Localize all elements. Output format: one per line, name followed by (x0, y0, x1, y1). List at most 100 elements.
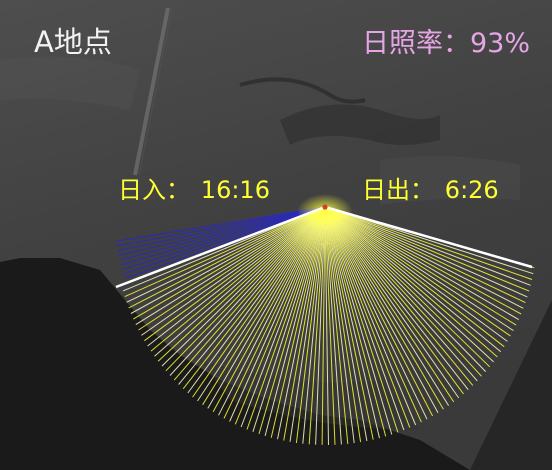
sun-ray (295, 206, 326, 443)
sun-ray (130, 206, 326, 314)
sun-ray (324, 206, 498, 358)
sun-ray (324, 206, 522, 315)
sunshine-rate-caption: 日照率： (361, 28, 470, 59)
sunset-time-label: 日入： 16:16 (118, 178, 270, 202)
blocked-ray (117, 206, 326, 252)
blocked-ray (118, 206, 326, 256)
sun-ray (324, 206, 464, 395)
sunset-direction-line (115, 205, 326, 289)
sun-ray (324, 206, 524, 309)
sun-ray (315, 206, 326, 445)
sun-ray (324, 206, 329, 446)
sun-ray (324, 206, 393, 435)
blocked-rays (115, 206, 326, 284)
point-name-label: A地点 (34, 25, 112, 59)
sunrise-time-label: 日出： 6:26 (362, 178, 499, 202)
observer-point (322, 204, 328, 210)
sunrise-caption: 日出： (362, 176, 434, 204)
sunset-time-value: 16:16 (200, 176, 270, 204)
sun-ray (324, 206, 460, 399)
sun-ray (289, 206, 326, 442)
sun-ray (324, 206, 368, 442)
sun-ray (234, 206, 326, 425)
sunshine-rate-value: 93% (469, 28, 530, 59)
sunlit-rays (121, 206, 535, 446)
sun-ray (324, 206, 526, 304)
sun-ray (144, 206, 326, 342)
sun-ray (147, 206, 326, 347)
sun-ray (126, 206, 326, 303)
sun-ray (178, 206, 326, 385)
sun-ray (324, 206, 411, 428)
sunset-caption: 日入： (118, 176, 190, 204)
sun-ray (324, 206, 405, 431)
sun-ray (135, 206, 326, 326)
blocked-ray (115, 206, 326, 242)
blocked-ray (116, 206, 326, 247)
sun-ray (324, 206, 517, 326)
sun-ray (133, 206, 326, 320)
sun-ray (264, 206, 326, 437)
sun-ray (324, 206, 342, 445)
sun-ray (324, 206, 399, 433)
sun-ray (128, 206, 326, 309)
sun-ray (324, 206, 362, 443)
sun-ray (246, 206, 326, 430)
sun-ray (138, 206, 326, 331)
sun-ray (207, 206, 326, 409)
blocked-ray (123, 206, 326, 275)
sun-ray (324, 206, 444, 410)
sun-ray (324, 206, 514, 332)
sun-ray (308, 206, 326, 445)
sunrise-time-value: 6:26 (444, 176, 499, 204)
sun-ray (324, 206, 505, 348)
sunrise-direction-line (324, 205, 533, 269)
sun-ray (321, 206, 326, 445)
blocked-ray (122, 206, 326, 270)
sun-ray (324, 206, 531, 286)
sun-ray (197, 206, 326, 402)
sun-ray (229, 206, 326, 422)
sun-ray (124, 206, 326, 298)
sun-ray (154, 206, 326, 357)
sunshine-rate-label: 日照率：93% (362, 30, 530, 57)
sun-ray (324, 206, 428, 420)
sun-ray (324, 206, 469, 391)
sun-ray (258, 206, 326, 435)
sun-ray (324, 206, 487, 372)
sun-ray (324, 206, 482, 377)
sun-ray (324, 206, 519, 321)
blocked-ray (119, 206, 326, 261)
sun-ray (240, 206, 326, 428)
sun-ray (169, 206, 326, 376)
sun-ray (324, 206, 478, 382)
sun-ray (324, 206, 494, 363)
sun-ray (141, 206, 326, 336)
sun-ray (165, 206, 326, 372)
sun-ray (157, 206, 326, 362)
sun-ray (324, 206, 336, 445)
sun-ray (187, 206, 326, 394)
sun-ray (270, 206, 326, 438)
blocked-ray (120, 206, 326, 266)
sun-ray (218, 206, 326, 416)
sun-ray (212, 206, 326, 413)
sun-ray (324, 206, 439, 413)
sun-ray (324, 206, 387, 437)
sun-ray (324, 206, 511, 337)
sun-ray (302, 206, 326, 444)
sun-ray (324, 206, 374, 440)
sun-ray (277, 206, 326, 440)
sun-ray (324, 206, 355, 444)
sun-ray (223, 206, 326, 419)
sun-ray (324, 206, 455, 403)
sun-ray (324, 206, 502, 353)
sun-ray (324, 206, 528, 298)
sun-ray (192, 206, 326, 398)
sun-ray (324, 206, 450, 406)
sun-ray (324, 206, 533, 280)
sun-ray (324, 206, 491, 368)
